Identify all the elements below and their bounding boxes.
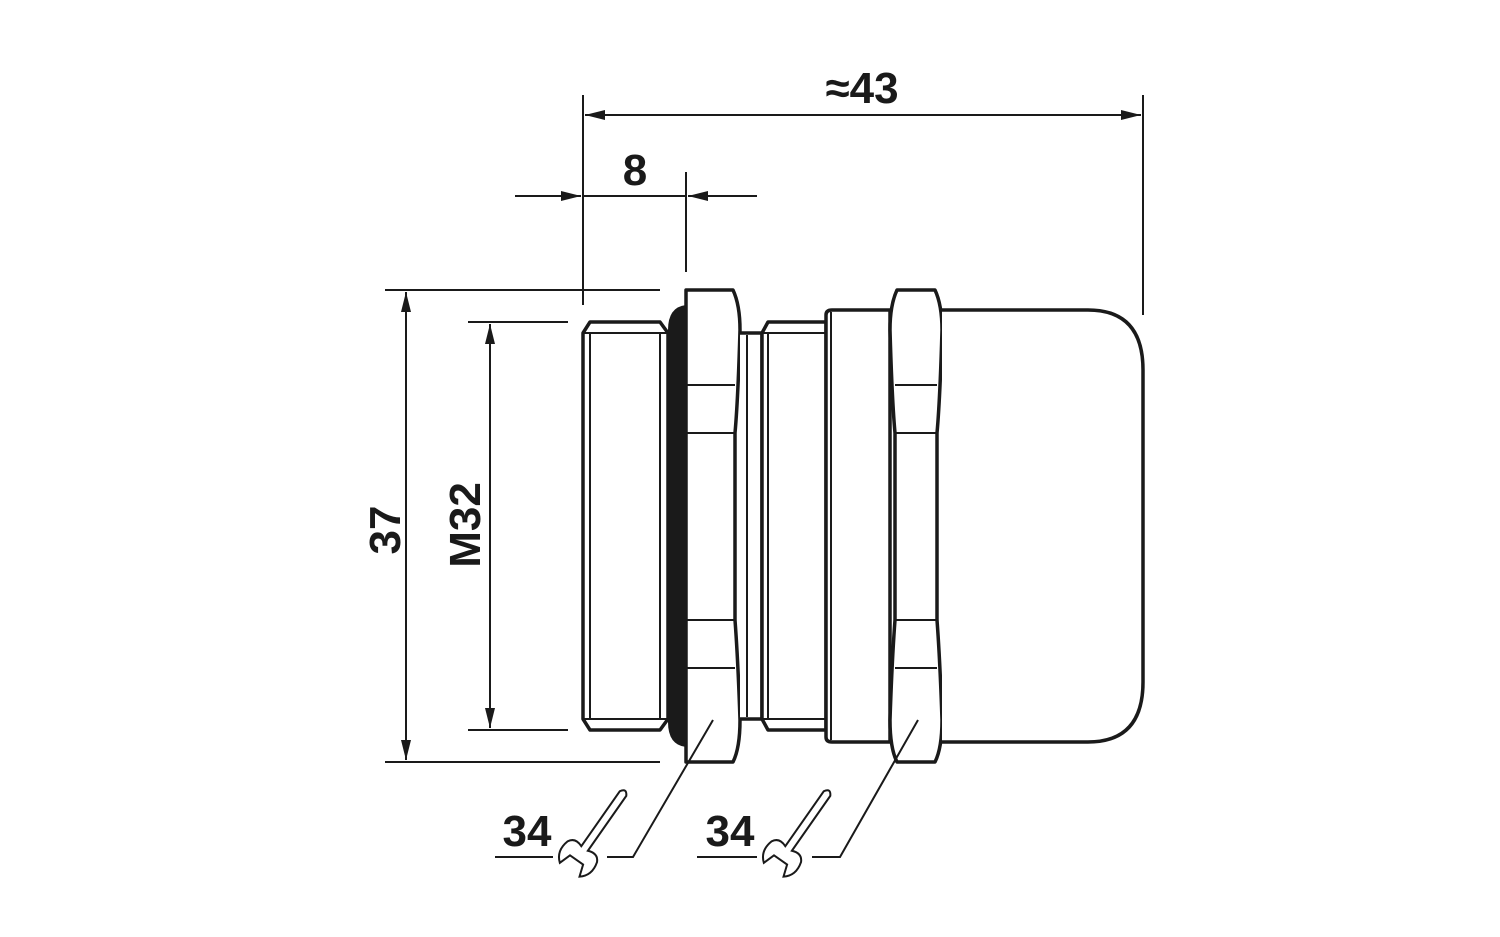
wrench-callout-1: 34: [495, 719, 714, 878]
wrench-icon: [761, 789, 832, 878]
wrench-size-label-2: 34: [706, 807, 755, 856]
wrench-callout-2: 34: [697, 719, 919, 878]
dimension-outer-diameter: 37: [361, 289, 660, 763]
dimension-thread: M32: [441, 321, 568, 731]
overall-length-label: ≈43: [825, 64, 898, 113]
wrench-size-label-1: 34: [503, 807, 552, 856]
thread-length-label: 8: [623, 146, 647, 195]
wrench-icon: [557, 789, 628, 878]
dimension-thread-length: 8: [515, 146, 757, 272]
dimension-overall-length: ≈43: [582, 64, 1144, 315]
thread-label: M32: [441, 482, 490, 568]
seal-ring: [668, 305, 686, 747]
cable-gland: [581, 288, 1145, 764]
outer-diameter-label: 37: [361, 506, 410, 555]
